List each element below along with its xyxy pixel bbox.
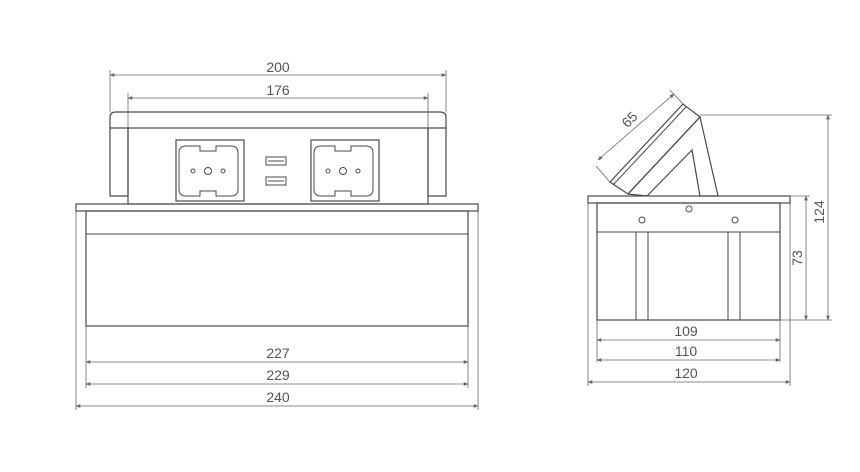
- front-view: 200 176 227 229 240: [75, 59, 479, 410]
- dim-label-229: 229: [266, 367, 290, 383]
- dim-label-227: 227: [266, 345, 290, 361]
- side-body: [596, 202, 781, 321]
- side-flange: [587, 195, 791, 204]
- socket-right-pin: [325, 168, 331, 174]
- side-lid-support: [626, 115, 719, 197]
- front-flange: [75, 203, 479, 212]
- side-housing: [587, 195, 791, 321]
- dim-label-65: 65: [618, 108, 640, 130]
- side-view: 65 124 73 109 110 120: [587, 89, 832, 386]
- socket-right-frame: [310, 139, 380, 202]
- side-screw-hole: [685, 205, 693, 213]
- socket-left-insert: [178, 145, 239, 197]
- socket-left-frame: [175, 139, 245, 202]
- side-rail-right: [727, 231, 741, 321]
- front-body: [85, 210, 469, 327]
- popup-right-end: [427, 127, 447, 197]
- socket-right: [310, 139, 380, 202]
- usb-ports: [265, 156, 287, 186]
- dim-label-240: 240: [266, 389, 290, 405]
- popup-top-edge: [109, 111, 447, 128]
- dim-label-110: 110: [675, 343, 698, 359]
- dim-label-176: 176: [266, 82, 290, 98]
- popup-left-end: [109, 127, 129, 197]
- popup-faceplate: [127, 127, 429, 205]
- dim-label-73: 73: [789, 250, 805, 266]
- front-housing: [75, 203, 479, 327]
- usb-port-bottom: [265, 176, 287, 186]
- socket-left: [175, 139, 245, 202]
- popup-unit: [109, 111, 447, 205]
- side-screw-hole: [731, 216, 739, 224]
- side-extension-lines: [587, 89, 832, 386]
- side-rail-left: [635, 231, 649, 321]
- dim-label-124: 124: [811, 200, 827, 224]
- dim-label-200: 200: [266, 59, 290, 75]
- socket-right-screw: [339, 167, 347, 175]
- socket-left-pin: [220, 168, 226, 174]
- dim-label-120: 120: [674, 365, 698, 381]
- socket-left-pin: [190, 168, 196, 174]
- side-screw-hole: [638, 216, 646, 224]
- socket-left-screw: [204, 167, 212, 175]
- socket-right-pin: [355, 168, 361, 174]
- socket-right-insert: [313, 145, 374, 197]
- dim-line-65: [597, 93, 675, 161]
- usb-port-top: [265, 156, 287, 166]
- dim-label-109: 109: [674, 323, 698, 339]
